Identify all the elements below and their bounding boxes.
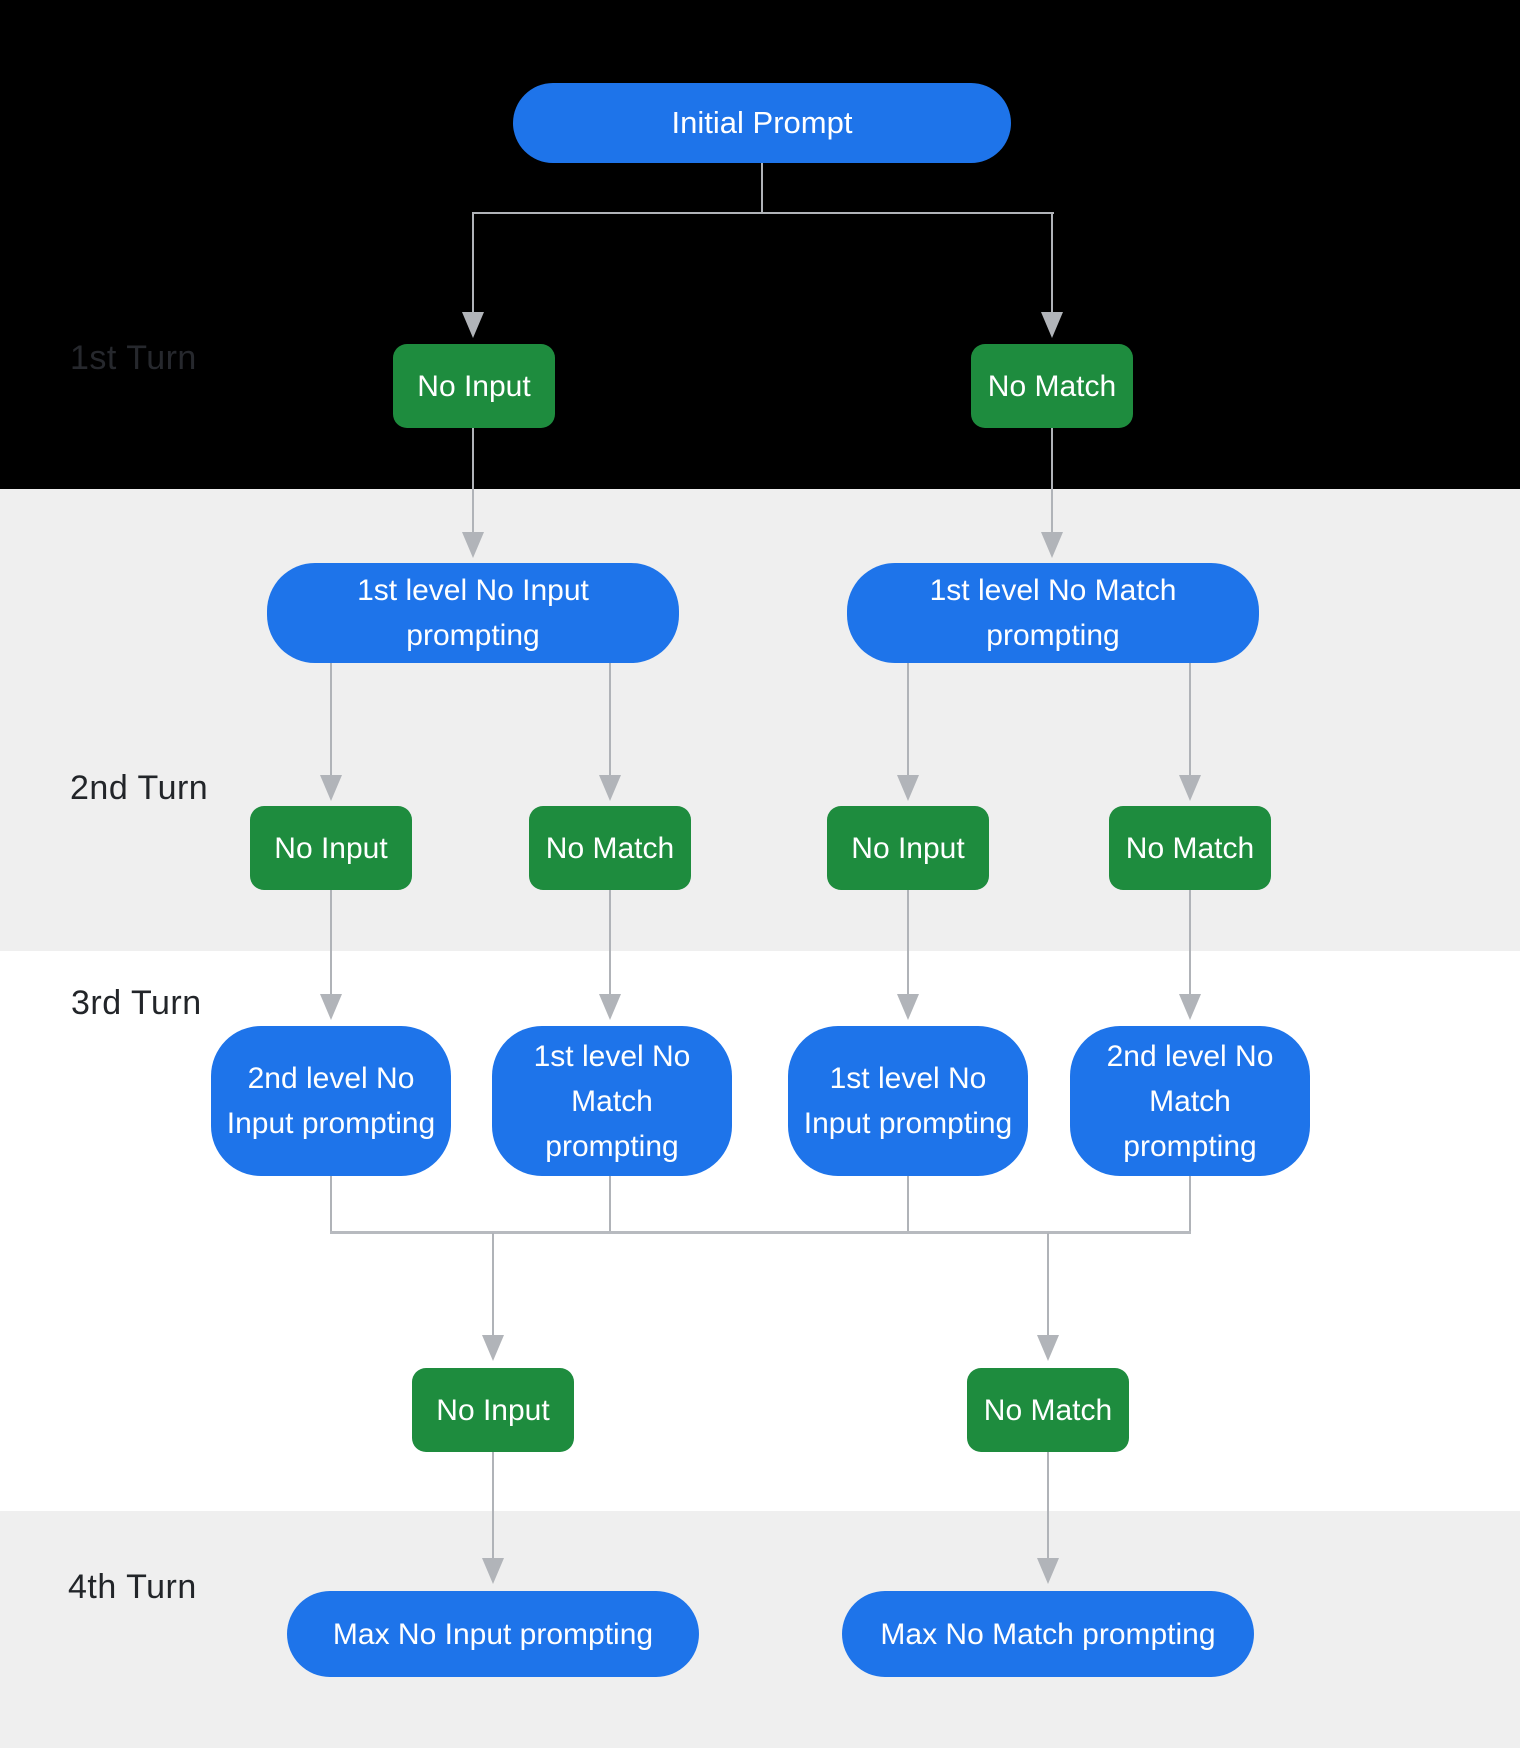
turn-label-4: 4th Turn: [68, 1568, 197, 1606]
arrow-down-icon: [462, 532, 484, 558]
arrow-down-icon: [599, 994, 621, 1020]
band-bottom-strip: [0, 1748, 1520, 1754]
arrow-down-icon: [1041, 312, 1063, 338]
connector-nomatch-to-l1: [1051, 428, 1053, 532]
node-max-no-input-prompting: Max No Input prompting: [287, 1591, 699, 1677]
arrow-down-icon: [897, 994, 919, 1020]
node-turn2-no-input-2: No Input: [827, 806, 989, 890]
node-turn2-no-input-1: No Input: [250, 806, 412, 890]
arrow-down-icon: [462, 312, 484, 338]
arrow-down-icon: [320, 775, 342, 801]
node-1st-level-no-input-prompting: 1st level No Input prompting: [788, 1026, 1028, 1176]
connector-to-turn1-noinput: [472, 212, 474, 312]
connector-t2e3-to-l2: [907, 890, 909, 994]
turn-label-3: 3rd Turn: [71, 984, 202, 1022]
node-2nd-level-no-match-prompting: 2nd level No Match prompting: [1070, 1026, 1310, 1176]
turn-label-1: 1st Turn: [70, 339, 197, 377]
connector-to-turn1-nomatch: [1051, 212, 1053, 312]
band-turn2-gray: [0, 489, 1520, 951]
node-l1-no-input-prompting: 1st level No Input prompting: [267, 563, 679, 663]
connector-l1-to-t2e3: [907, 663, 909, 775]
connector-to-max-nomatch: [1047, 1452, 1049, 1558]
connector-noinput-to-l1: [472, 428, 474, 532]
node-turn1-no-input: No Input: [393, 344, 555, 428]
connector-l1-to-t2e4: [1189, 663, 1191, 775]
band-turn4-gray: [0, 1511, 1520, 1748]
connector-l1-to-t2e1: [330, 663, 332, 775]
node-l1-no-match-prompting: 1st level No Match prompting: [847, 563, 1259, 663]
arrow-down-icon: [1041, 532, 1063, 558]
connector-initial-split: [472, 212, 1054, 214]
merge-stem-4: [1189, 1176, 1191, 1233]
node-turn3-no-match: No Match: [967, 1368, 1129, 1452]
arrow-down-icon: [599, 775, 621, 801]
arrow-down-icon: [482, 1335, 504, 1361]
arrow-down-icon: [320, 994, 342, 1020]
connector-l1-to-t2e2: [609, 663, 611, 775]
merge-bus-line: [330, 1231, 1191, 1234]
merge-stem-1: [330, 1176, 332, 1233]
arrow-down-icon: [897, 775, 919, 801]
node-max-no-match-prompting: Max No Match prompting: [842, 1591, 1254, 1677]
connector-bus-to-noinput: [492, 1233, 494, 1335]
merge-stem-2: [609, 1176, 611, 1233]
turn-label-2: 2nd Turn: [70, 769, 209, 807]
node-1st-level-no-match-prompting: 1st level No Match prompting: [492, 1026, 732, 1176]
connector-t2e2-to-l2: [609, 890, 611, 994]
arrow-down-icon: [482, 1558, 504, 1584]
arrow-down-icon: [1179, 994, 1201, 1020]
arrow-down-icon: [1037, 1558, 1059, 1584]
node-initial-prompt: Initial Prompt: [513, 83, 1011, 163]
connector-to-max-noinput: [492, 1452, 494, 1558]
node-turn3-no-input: No Input: [412, 1368, 574, 1452]
connector-t2e4-to-l2: [1189, 890, 1191, 994]
connector-t2e1-to-l2: [330, 890, 332, 994]
node-turn2-no-match-2: No Match: [1109, 806, 1271, 890]
node-turn2-no-match-1: No Match: [529, 806, 691, 890]
connector-bus-to-nomatch: [1047, 1233, 1049, 1335]
merge-stem-3: [907, 1176, 909, 1233]
node-2nd-level-no-input-prompting: 2nd level No Input prompting: [211, 1026, 451, 1176]
arrow-down-icon: [1037, 1335, 1059, 1361]
band-turn1-black: [0, 0, 1520, 489]
arrow-down-icon: [1179, 775, 1201, 801]
node-turn1-no-match: No Match: [971, 344, 1133, 428]
connector-initial-stem: [761, 163, 763, 213]
